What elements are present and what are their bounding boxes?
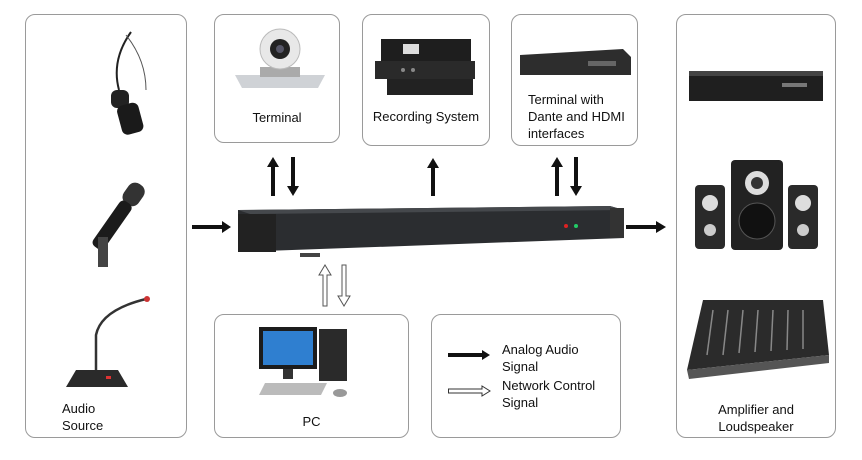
audio-source-label: Audio Source [62, 400, 103, 434]
analog-signal-arrow-icon [448, 350, 490, 360]
ptz-camera-icon [235, 28, 325, 88]
recording-system-panel: Recording System [362, 14, 490, 146]
label-line: Analog Audio [502, 342, 579, 357]
label-line: Audio [62, 401, 96, 416]
network-signal-arrow-icon [448, 385, 491, 397]
legend-network-label: Network Control Signal [502, 377, 595, 411]
dante-to-processor-arrow [570, 157, 582, 196]
dante-terminal-device-icon [520, 49, 631, 75]
label-line: Terminal with [528, 92, 604, 107]
processor-to-output-arrow [626, 221, 666, 233]
label-line: Amplifier and [718, 402, 794, 417]
legend-analog-label: Analog Audio Signal [502, 341, 579, 375]
dante-terminal-label: Terminal with Dante and HDMI interfaces [528, 91, 625, 142]
label-line: Dante and HDMI [528, 109, 625, 124]
terminal-to-processor-arrow [287, 157, 299, 196]
legend-panel: Analog Audio Signal Network Control Sign… [431, 314, 621, 438]
amplifier-icon [689, 71, 823, 101]
conference-microphone-icon [66, 296, 150, 387]
label-line: interfaces [528, 126, 585, 141]
recording-system-label: Recording System [372, 109, 480, 124]
label-line: Signal [502, 395, 539, 410]
source-to-processor-arrow [192, 221, 231, 233]
label-line: Signal [502, 359, 539, 374]
pc-label: PC [302, 414, 321, 429]
terminal-panel: Terminal [214, 14, 340, 143]
mixer-icon [687, 300, 829, 379]
matrix-processor-device [238, 206, 624, 257]
handheld-microphone-icon [92, 182, 145, 267]
processor-to-recording-arrow [427, 158, 439, 196]
recording-device-icon [375, 39, 475, 95]
amplifier-loudspeaker-label: Amplifier and Loudspeaker [677, 401, 835, 435]
amplifier-loudspeaker-panel: Amplifier and Loudspeaker [676, 14, 836, 438]
pc-icon [259, 327, 347, 397]
label-line: Source [62, 418, 104, 433]
terminal-label: Terminal [252, 110, 302, 125]
dante-terminal-panel: Terminal with Dante and HDMI interfaces [511, 14, 638, 146]
loudspeaker-icon [695, 160, 818, 250]
pc-to-processor-arrow [318, 264, 332, 307]
processor-to-dante-arrow [551, 157, 563, 196]
processor-to-pc-arrow [337, 264, 351, 307]
pc-panel: PC [214, 314, 409, 438]
processor-to-terminal-arrow [267, 157, 279, 196]
audio-source-panel: Audio Source [25, 14, 187, 438]
gooseneck-microphone-icon [111, 31, 147, 135]
label-line: Loudspeaker [718, 419, 794, 434]
label-line: Network Control [502, 378, 596, 393]
